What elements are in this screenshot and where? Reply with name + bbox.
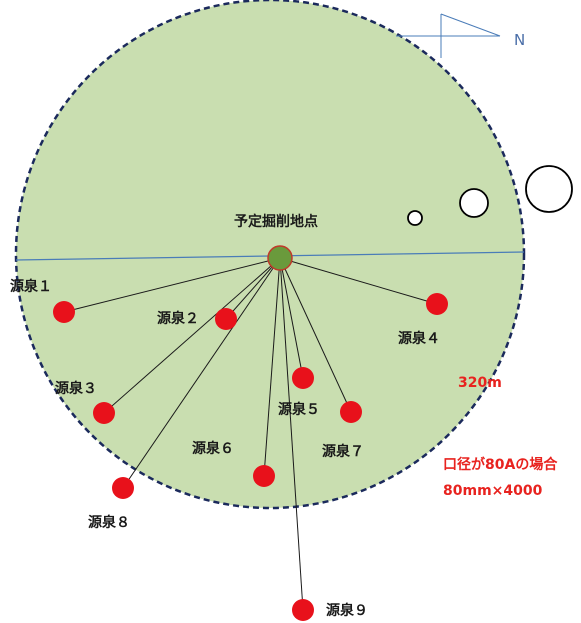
north-label: N [514,31,525,49]
connection-line-5 [279,257,304,379]
connection-line-7 [279,257,352,413]
source-point-3 [93,402,115,424]
source-label-9: 源泉９ [326,602,368,619]
source-label-1: 源泉１ [10,278,52,295]
source-label-3: 源泉３ [55,380,97,397]
connection-line-8 [122,257,281,489]
source-point-6 [253,465,275,487]
connection-line-2 [225,257,281,320]
source-label-6: 源泉６ [192,440,234,457]
source-label-8: 源泉８ [88,514,130,531]
source-label-4: 源泉４ [398,330,440,347]
source-point-5 [292,367,314,389]
connection-line-1 [63,257,281,313]
source-point-7 [340,401,362,423]
north-arrow-icon [396,13,501,58]
source-point-2 [215,308,237,330]
source-point-8 [112,477,134,499]
planned-drilling-point-label: 予定掘削地点 [234,213,318,230]
source-point-4 [426,293,448,315]
connection-line-9 [279,257,304,611]
depth-note: 80mm×4000 [443,483,543,499]
scale-circle-large [525,165,573,213]
scale-circle-medium [459,188,489,218]
connection-line-4 [279,257,438,305]
source-label-5: 源泉５ [278,401,320,418]
connection-line-3 [103,257,281,414]
diameter-note: 口径が80Aの場合 [443,456,558,473]
source-point-9 [292,599,314,621]
source-label-2: 源泉２ [157,310,199,327]
radius-label: 320m [458,375,502,391]
scale-circle-small [407,210,423,226]
connection-lines [63,257,438,611]
source-point-1 [53,301,75,323]
source-wells [53,293,448,621]
planned-drilling-point [267,245,293,271]
source-label-7: 源泉７ [322,443,364,460]
connection-line-6 [263,257,281,477]
